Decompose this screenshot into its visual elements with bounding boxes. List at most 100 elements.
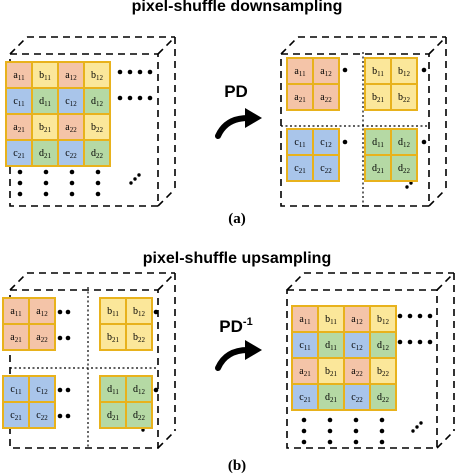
pixel-cell-label: a12 [65,70,77,82]
pixel-cell-box [31,139,59,167]
pixel-cell-box [57,61,85,89]
dots-diagonal-out-b [411,421,423,433]
pixel-cell-label: c21 [13,148,25,160]
pixel-cell-label: a21 [294,92,306,104]
pixel-cell-box [57,139,85,167]
title-b: pixel-shuffle upsampling [143,250,331,267]
pixel-cell-label: a12 [320,66,332,78]
dots-col2-a [43,169,49,197]
pixel-cell-label: a11 [13,70,25,82]
pixel-cell-label: c21 [294,163,306,175]
pixel-cell-label: c22 [36,410,48,422]
dots-right-row1-b [397,313,433,319]
pixel-cell-box [286,83,314,111]
pixel-cell [2,375,30,403]
dots-block-a1 [342,67,348,73]
pixel-cell [5,61,33,89]
operator-pd: PD [224,82,248,101]
pixel-cell [5,139,33,167]
caption-a: (a) [228,211,246,227]
pixel-cell-label: c22 [65,148,77,160]
pixel-cell [125,297,153,325]
pixel-cell-box [5,113,33,141]
pixel-cell [125,323,153,351]
dots-col4-a [95,169,101,197]
pixel-cell-box [28,375,56,403]
dots-block-b-b1 [153,309,159,315]
pixel-cell-label: c12 [65,96,77,108]
pixel-cell [343,357,371,385]
pixel-cell-label: c22 [320,163,332,175]
pixel-cell [312,154,340,182]
pixel-cell-box [28,297,56,325]
pixel-cell-label: a11 [299,314,311,326]
pixel-cell-box [2,297,30,325]
dots-col2-b [327,417,333,445]
pixel-cell-box [5,139,33,167]
pixel-cell-label: a22 [65,122,77,134]
dots-right-row2-a [117,95,153,101]
dots-col3-b [353,417,359,445]
operator-superscript: -1 [243,316,253,328]
input-cube-b [9,272,176,449]
pixel-cell [390,83,418,111]
output-cube-b [286,272,455,449]
pixel-cell-box [369,305,397,333]
pixel-cell-label: c21 [299,392,311,404]
pixel-cell-box [28,401,56,429]
pixel-cell [291,331,319,359]
input-cube-a [9,36,176,207]
pixel-cell-box [369,357,397,385]
dots-col3-a [69,169,75,197]
dots-col4-b [379,417,385,445]
pixel-cell [57,139,85,167]
pixel-cell-box [125,297,153,325]
pixel-cell-box [2,375,30,403]
pixel-cell-box [369,383,397,411]
dots-diagonal-a [129,173,141,185]
pixel-cell-box [312,154,340,182]
pixel-cell-label: c12 [351,340,363,352]
pixel-cell-label: c11 [10,384,22,396]
pixel-cell-label: c12 [36,384,48,396]
pixel-cell-label: a11 [294,66,306,78]
pixel-cell [390,154,418,182]
pixel-cell-box [312,83,340,111]
upsample-arrow [215,340,262,371]
pixel-cell [5,113,33,141]
pixel-cell [369,383,397,411]
pixel-cell-label: c21 [10,410,22,422]
pixel-cell-box [125,401,153,429]
pixel-cell-box [83,113,111,141]
pixel-cell-box [83,139,111,167]
operator-pd-inverse: PD-1 [219,316,252,336]
pixel-cell-label: c12 [320,137,332,149]
pixel-cell [125,401,153,429]
pixel-cell-box [5,61,33,89]
pixel-cell [83,113,111,141]
pixel-cell [28,401,56,429]
dots-block-a-b1 [57,309,71,315]
pixel-cell-box [28,323,56,351]
pixel-cell-label: a12 [36,306,48,318]
pixel-cell-box [390,83,418,111]
pixel-cell [2,297,30,325]
pixel-cell-box [291,331,319,359]
pixel-cell-label: a22 [320,92,332,104]
dots-right-row2-b [397,339,433,345]
dots-right-row1-a [117,69,153,75]
pixel-cell-box [390,154,418,182]
output-cube-a [280,36,447,207]
pixel-cell [28,323,56,351]
downsample-arrow [215,108,262,139]
dots-block-d-b1 [153,387,159,393]
dots-block-a-b2 [57,335,71,341]
pixel-cell-box [125,323,153,351]
pixel-cell-label: a22 [36,332,48,344]
pixel-cell-box [343,357,371,385]
pixel-cell [28,297,56,325]
pixel-cell [317,331,345,359]
pixel-cell [286,83,314,111]
dots-block-d1 [421,139,427,145]
